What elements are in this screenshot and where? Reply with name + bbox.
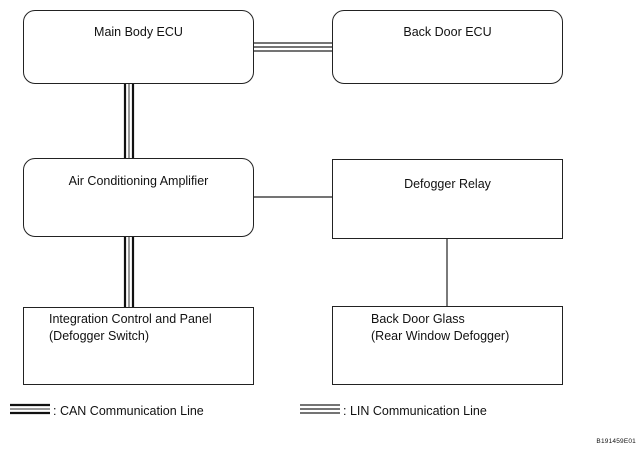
back-door-ecu-box: Back Door ECU bbox=[332, 10, 563, 84]
rear-window-defogger-label: (Rear Window Defogger) bbox=[371, 329, 510, 343]
lin-legend-symbol bbox=[300, 404, 340, 414]
air-conditioning-amplifier-label: Air Conditioning Amplifier bbox=[68, 174, 209, 188]
back-door-glass-box: Back Door Glass (Rear Window Defogger) bbox=[332, 306, 563, 385]
air-conditioning-amplifier-box: Air Conditioning Amplifier bbox=[23, 158, 254, 237]
lin-legend-label: : LIN Communication Line bbox=[343, 404, 487, 418]
defogger-switch-label: (Defogger Switch) bbox=[49, 329, 150, 343]
defogger-relay-box: Defogger Relay bbox=[332, 159, 563, 239]
can-line-ac-amp-to-integration-panel bbox=[123, 237, 135, 307]
main-body-ecu-label: Main Body ECU bbox=[94, 25, 183, 39]
back-door-glass-label: Back Door Glass bbox=[371, 312, 465, 326]
defogger-relay-label: Defogger Relay bbox=[404, 177, 491, 191]
figure-code: B191459E01 bbox=[596, 438, 636, 445]
integration-control-panel-box: Integration Control and Panel (Defogger … bbox=[23, 307, 254, 385]
can-legend-label: : CAN Communication Line bbox=[53, 404, 204, 418]
main-body-ecu-box: Main Body ECU bbox=[23, 10, 254, 84]
lin-line-main-body-to-back-door bbox=[254, 42, 332, 52]
integration-control-panel-label: Integration Control and Panel bbox=[49, 312, 212, 326]
can-legend-symbol bbox=[10, 403, 50, 415]
back-door-ecu-label: Back Door ECU bbox=[403, 25, 492, 39]
can-line-main-body-to-ac-amp bbox=[123, 84, 135, 158]
